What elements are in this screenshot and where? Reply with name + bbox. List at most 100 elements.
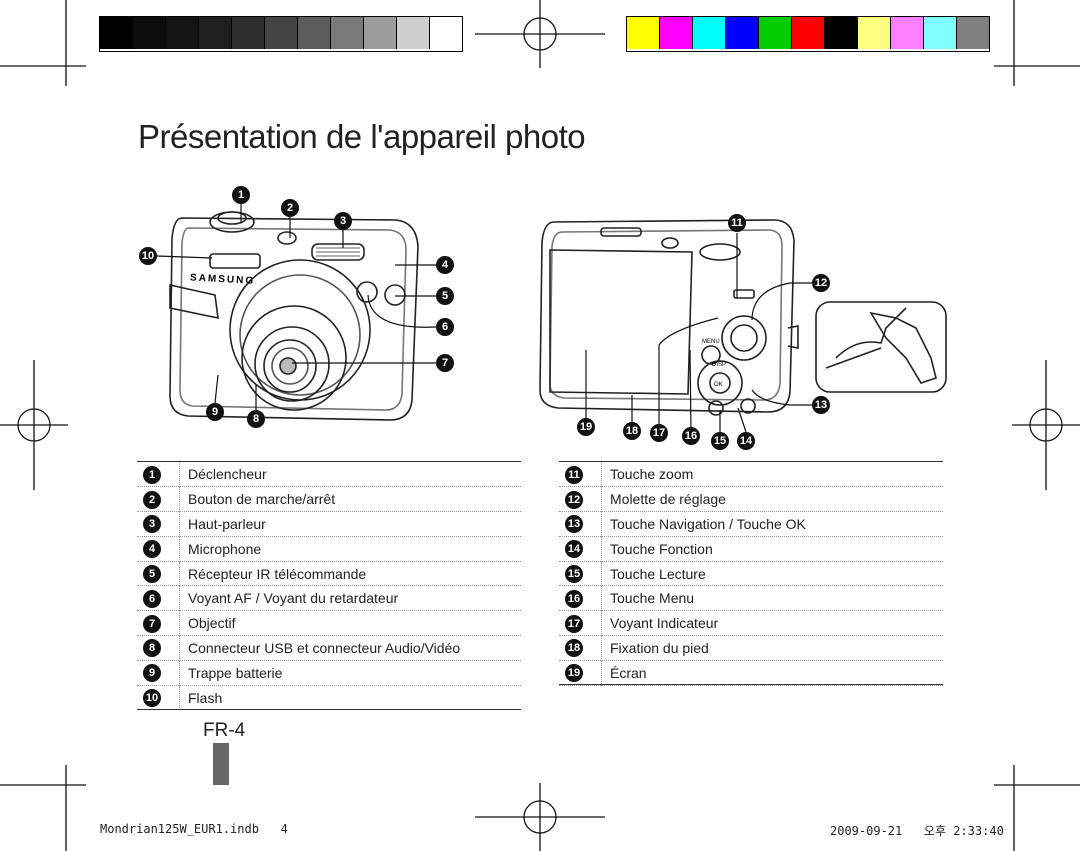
callout-19: 19 <box>577 418 595 436</box>
camera-brand-text: SAMSUNG <box>190 272 256 286</box>
item-label: Touche Menu <box>610 590 695 607</box>
item-label: Connecteur USB et connecteur Audio/Vidéo <box>188 639 461 656</box>
item-number-badge: 9 <box>143 664 161 683</box>
callout-13: 13 <box>812 396 830 414</box>
color-swatch <box>726 17 759 49</box>
disp-button-text: DISP <box>712 362 726 368</box>
item-number-badge: 13 <box>565 515 583 534</box>
item-label: Déclencheur <box>188 466 267 483</box>
color-bar <box>626 16 990 52</box>
callout-1: 1 <box>232 186 250 204</box>
list-item: 17 Voyant Indicateur <box>559 610 943 636</box>
item-label: Haut-parleur <box>188 515 266 532</box>
list-item: 14 Touche Fonction <box>559 536 943 562</box>
item-label: Touche Navigation / Touche OK <box>610 515 806 532</box>
gray-swatch <box>232 17 265 49</box>
callout-15: 15 <box>711 432 729 450</box>
callout-8: 8 <box>247 410 265 428</box>
gray-swatch <box>133 17 166 49</box>
item-label: Flash <box>188 689 223 706</box>
item-label: Récepteur IR télécommande <box>188 565 367 582</box>
item-number-badge: 2 <box>143 490 161 509</box>
item-number-badge: 16 <box>565 589 583 608</box>
callout-10: 10 <box>139 247 157 265</box>
item-number-badge: 12 <box>565 490 583 509</box>
left-list-bottom-rule <box>137 709 521 710</box>
left-list-top-rule <box>137 461 521 462</box>
item-number-badge: 18 <box>565 639 583 658</box>
item-number-badge: 17 <box>565 614 583 633</box>
item-label: Touche Lecture <box>610 565 706 582</box>
item-number-badge: 1 <box>143 465 161 484</box>
callout-4: 4 <box>436 256 454 274</box>
list-item: 6 Voyant AF / Voyant du retardateur <box>137 585 521 611</box>
callout-14: 14 <box>737 432 755 450</box>
item-number-badge: 6 <box>143 589 161 608</box>
right-list-top-rule <box>559 461 943 462</box>
list-item: 19 Écran <box>559 660 943 686</box>
item-number-badge: 11 <box>565 465 583 484</box>
section-tab <box>213 743 229 785</box>
item-number-badge: 14 <box>565 540 583 559</box>
color-swatch <box>759 17 792 49</box>
color-swatch <box>858 17 891 49</box>
color-swatch <box>891 17 924 49</box>
gray-color-bar <box>99 16 463 52</box>
item-label: Molette de réglage <box>610 491 726 508</box>
list-item: 13 Touche Navigation / Touche OK <box>559 511 943 537</box>
item-number-badge: 3 <box>143 515 161 534</box>
item-label: Écran <box>610 664 647 681</box>
item-number-badge: 19 <box>565 664 583 683</box>
item-label: Bouton de marche/arrêt <box>188 491 336 508</box>
callout-11: 11 <box>728 214 746 232</box>
ok-button-text: OK <box>714 382 723 388</box>
item-number-badge: 5 <box>143 565 161 584</box>
item-label: Objectif <box>188 615 236 632</box>
gray-swatch <box>265 17 298 49</box>
list-item: 7 Objectif <box>137 610 521 636</box>
page-number: FR-4 <box>203 720 246 741</box>
list-item: 12 Molette de réglage <box>559 486 943 512</box>
gray-swatch <box>199 17 232 49</box>
gray-swatch <box>166 17 199 49</box>
camera-front-illustration: SAMSUNG <box>169 211 419 421</box>
callout-2: 2 <box>281 199 299 217</box>
callout-6: 6 <box>436 318 454 336</box>
item-label: Fixation du pied <box>610 639 709 656</box>
page-title: Présentation de l'appareil photo <box>138 118 586 155</box>
callout-18: 18 <box>623 422 641 440</box>
list-item: 18 Fixation du pied <box>559 635 943 661</box>
item-label: Touche Fonction <box>610 540 713 557</box>
callout-5: 5 <box>436 287 454 305</box>
color-swatch <box>924 17 957 49</box>
footer-file: Mondrian125W_EUR1.indb 4 <box>100 822 288 836</box>
item-label: Voyant Indicateur <box>610 615 719 632</box>
list-item: 2 Bouton de marche/arrêt <box>137 486 521 512</box>
color-swatch <box>660 17 693 49</box>
list-item: 5 Récepteur IR télécommande <box>137 561 521 586</box>
item-label: Voyant AF / Voyant du retardateur <box>188 590 399 607</box>
gray-swatch <box>364 17 397 49</box>
gray-swatch <box>397 17 430 49</box>
item-label: Touche zoom <box>610 466 694 483</box>
color-swatch <box>627 17 660 49</box>
menu-button-text: MENU <box>702 339 720 345</box>
list-item: 16 Touche Menu <box>559 585 943 611</box>
gray-swatch <box>430 17 462 49</box>
gray-swatch <box>298 17 331 49</box>
left-parts-list: 1 Déclencheur 2 Bouton de marche/arrêt 3 Haut… <box>137 462 521 710</box>
item-number-badge: 7 <box>143 614 161 633</box>
gray-swatch <box>100 17 133 49</box>
color-swatch <box>792 17 825 49</box>
list-item: 3 Haut-parleur <box>137 511 521 537</box>
callout-3: 3 <box>334 212 352 230</box>
